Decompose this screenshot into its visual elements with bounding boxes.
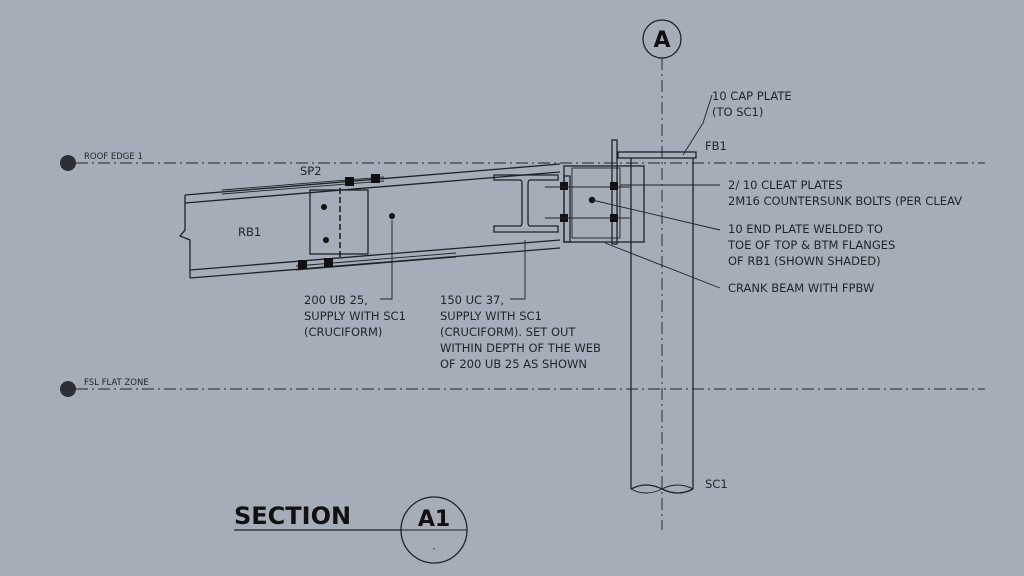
grid-line-a: A bbox=[642, 19, 682, 530]
uc-note-1: 150 UC 37, bbox=[440, 293, 504, 307]
note-uc: 150 UC 37, SUPPLY WITH SC1 (CRUCIFORM). … bbox=[440, 293, 601, 371]
section-title: SECTION A1 - bbox=[234, 496, 468, 564]
end-plate-note-3: OF RB1 (SHOWN SHADED) bbox=[728, 254, 881, 268]
uc-note-4: WITHIN DEPTH OF THE WEB bbox=[440, 341, 601, 355]
rb1-label: RB1 bbox=[238, 225, 261, 239]
rafter-rb1: RB1 SP2 bbox=[178, 163, 561, 279]
sc1-label: SC1 bbox=[705, 477, 728, 491]
section-id: A1 bbox=[418, 507, 450, 532]
note-end-plate: 10 END PLATE WELDED TO TOE OF TOP & BTM … bbox=[727, 222, 895, 268]
fsl-label: FSL FLAT ZONE bbox=[84, 378, 149, 388]
cap-plate-note-1: 10 CAP PLATE bbox=[712, 89, 792, 103]
roof-edge-level-marker bbox=[60, 155, 76, 171]
end-plate bbox=[545, 139, 645, 245]
grid-bubble-label: A bbox=[653, 28, 670, 53]
uc-note-3: (CRUCIFORM). SET OUT bbox=[440, 325, 576, 339]
section-sheet: - bbox=[432, 544, 435, 554]
roof-edge-level: ROOF EDGE 1 bbox=[60, 152, 985, 171]
splice-plate-sp2 bbox=[298, 174, 395, 269]
cap-plate: 10 CAP PLATE (TO SC1) FB1 bbox=[617, 89, 792, 159]
fsl-level-marker bbox=[60, 381, 76, 397]
note-crank: CRANK BEAM WITH FPBW bbox=[728, 281, 874, 295]
ub-note-2: SUPPLY WITH SC1 bbox=[304, 309, 406, 323]
cap-plate-note-2: (TO SC1) bbox=[712, 105, 763, 119]
roof-edge-label: ROOF EDGE 1 bbox=[84, 152, 143, 162]
cleat-note-1: 2/ 10 CLEAT PLATES bbox=[728, 178, 843, 192]
uc-note-2: SUPPLY WITH SC1 bbox=[440, 309, 542, 323]
sp2-label: SP2 bbox=[300, 164, 322, 178]
uc-note-5: OF 200 UB 25 AS SHOWN bbox=[440, 357, 587, 371]
section-title-label: SECTION bbox=[234, 502, 351, 530]
note-cleat: 2/ 10 CLEAT PLATES 2M16 COUNTERSUNK BOLT… bbox=[728, 178, 962, 208]
crank-note: CRANK BEAM WITH FPBW bbox=[728, 281, 874, 295]
cleat-note-2: 2M16 COUNTERSUNK BOLTS (PER CLEAV bbox=[728, 194, 962, 208]
uc-section bbox=[493, 174, 559, 233]
column-sc1: SC1 bbox=[630, 158, 728, 494]
fb1-label: FB1 bbox=[705, 139, 727, 153]
note-ub: 200 UB 25, SUPPLY WITH SC1 (CRUCIFORM) bbox=[304, 293, 406, 339]
ub-note-3: (CRUCIFORM) bbox=[304, 325, 382, 339]
fsl-level: FSL FLAT ZONE bbox=[60, 378, 985, 397]
ub-note-1: 200 UB 25, bbox=[304, 293, 368, 307]
leaders bbox=[380, 184, 721, 300]
end-plate-note-1: 10 END PLATE WELDED TO bbox=[728, 222, 883, 236]
end-plate-note-2: TOE OF TOP & BTM FLANGES bbox=[727, 238, 895, 252]
